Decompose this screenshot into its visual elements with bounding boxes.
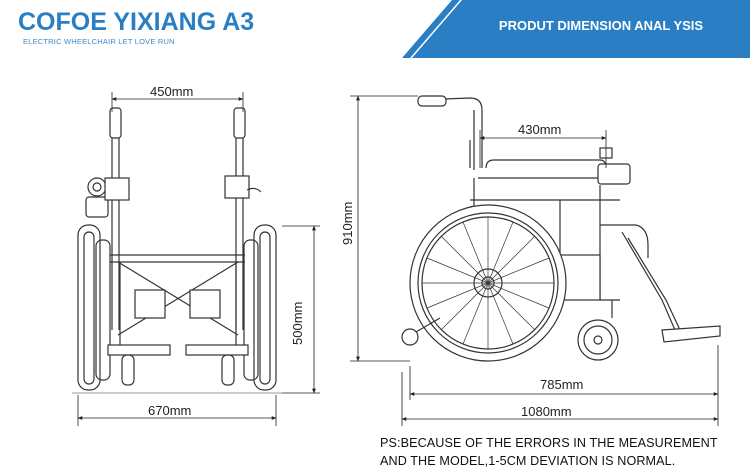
front-bottom-width-label: 670mm xyxy=(148,403,191,418)
front-height-label: 500mm xyxy=(290,302,305,345)
header-banner xyxy=(402,0,750,58)
measurement-note-line-1: PS:BECAUSE OF THE ERRORS IN THE MEASUREM… xyxy=(380,436,718,450)
dimension-drawing: 450mm 670mm 500mm xyxy=(72,84,721,426)
measurement-note: PS:BECAUSE OF THE ERRORS IN THE MEASUREM… xyxy=(380,434,742,470)
side-view-wheelchair xyxy=(401,95,721,362)
brand-title: COFOE YIXIANG A3 xyxy=(18,8,255,36)
side-total-height-label: 910mm xyxy=(340,202,355,245)
front-view-wheelchair xyxy=(72,107,282,394)
side-dimension-lines xyxy=(350,95,719,426)
banner-title: PRODUT DIMENSION ANAL YSIS xyxy=(498,18,704,33)
brand-subtitle: ELECTRIC WHEELCHAIR LET LOVE RUN xyxy=(23,37,175,46)
side-total-length-label: 1080mm xyxy=(521,404,572,419)
banner-accent xyxy=(402,0,460,58)
front-dimension-lines xyxy=(77,92,320,426)
front-top-width-label: 450mm xyxy=(150,84,193,99)
measurement-note-line-2: AND THE MODEL,1-5CM DEVIATION IS NORMAL. xyxy=(380,454,676,468)
side-wheelbase-label: 785mm xyxy=(540,377,583,392)
side-seat-depth-label: 430mm xyxy=(518,122,561,137)
banner-shape xyxy=(412,0,750,58)
